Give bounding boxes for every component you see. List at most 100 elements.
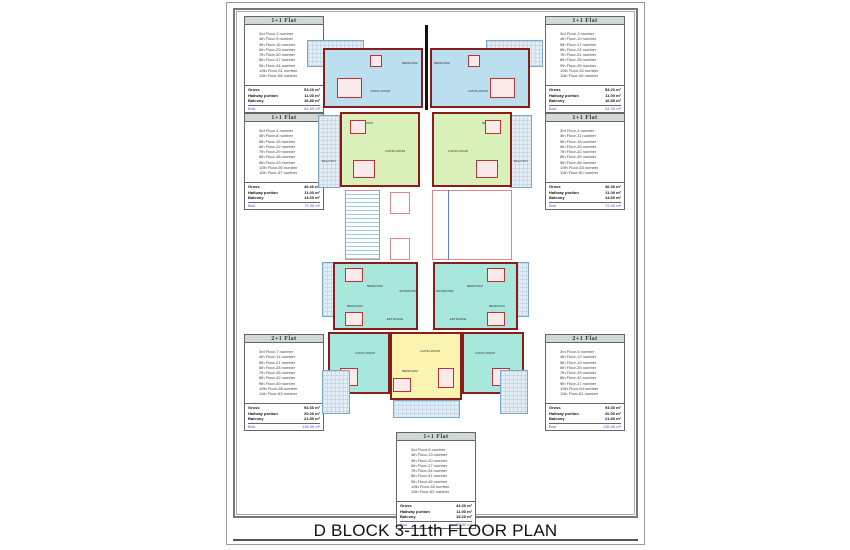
floor-item: 8th Floor-37 number bbox=[259, 57, 296, 63]
drawing-title: D BLOCK 3-11th FLOOR PLAN bbox=[313, 521, 558, 540]
flat-info-bottom-center: 1+1 Flat 3rd Floor-6 number 4th Floor-13… bbox=[396, 432, 476, 530]
floor-item: 8th Floor-41 number bbox=[411, 473, 448, 479]
flat-type-label: 2+1 Flat bbox=[546, 335, 624, 343]
sofa bbox=[476, 160, 498, 178]
floor-item: 3rd Floor-1 number bbox=[259, 128, 294, 133]
floor-item: 6th Floor-25 number bbox=[560, 143, 597, 149]
entrance-label: ENTRANCE bbox=[386, 317, 404, 321]
floor-item: 9th Floor-44 number bbox=[259, 62, 296, 68]
bed bbox=[485, 120, 501, 134]
flat-info-bottom-right: 2+1 Flat 3rd Floor-5 number 4th Floor-12… bbox=[545, 334, 625, 432]
floor-item: 10th Floor-52 number bbox=[560, 68, 599, 74]
floor-item: 6th Floor-24 number bbox=[560, 46, 597, 52]
flat-type-label: 1+1 Flat bbox=[397, 433, 475, 441]
sofa bbox=[490, 78, 515, 98]
floor-item: 4th Floor-8 number bbox=[259, 133, 294, 139]
flat-info-bottom-left: 2+1 Flat 3rd Floor-7 number 4th Floor-14… bbox=[244, 334, 324, 432]
floor-item: 4th Floor-11 number bbox=[560, 133, 596, 139]
floor-item: 11th Floor-58 number bbox=[259, 73, 298, 79]
bedroom-label: BEDROOM bbox=[367, 284, 383, 288]
floor-item: 8th Floor-38 number bbox=[560, 57, 597, 63]
floor-item: 7th Floor-32 number bbox=[560, 149, 597, 155]
floor-item: 7th Floor-34 number bbox=[411, 468, 448, 474]
elevator-1 bbox=[390, 192, 410, 214]
floor-item: 4th Floor-13 number bbox=[411, 452, 448, 458]
sofa bbox=[337, 78, 362, 98]
floor-list: 3rd Floor-4 number 4th Floor-11 number 5… bbox=[546, 122, 624, 182]
living-room-label: LIVING ROOM bbox=[385, 149, 406, 153]
flat-type-label: 1+1 Flat bbox=[245, 17, 323, 25]
floor-item: 7th Floor-33 number bbox=[560, 370, 597, 376]
flat-type-label: 1+1 Flat bbox=[546, 114, 624, 122]
flat-lower-right-bedrooms bbox=[433, 262, 518, 330]
floor-item: 9th Floor-43 number bbox=[259, 159, 296, 165]
floor-item: 6th Floor-28 number bbox=[259, 364, 296, 370]
floor-item: 5th Floor-16 number bbox=[259, 41, 296, 47]
balcony-lower-right-side bbox=[517, 262, 529, 317]
sofa bbox=[438, 368, 454, 388]
floor-item: 5th Floor-17 number bbox=[560, 41, 597, 47]
dining-table bbox=[468, 55, 480, 67]
floor-item: 3rd Floor-5 number bbox=[560, 349, 595, 354]
floor-item: 11th Floor-57 number bbox=[259, 170, 298, 176]
floor-item: 10th Floor-56 number bbox=[259, 386, 298, 392]
flat-info-mid-left: 1+1 Flat 3rd Floor-1 number 4th Floor-8 … bbox=[244, 113, 324, 211]
floor-item: 9th Floor-48 number bbox=[411, 478, 448, 484]
axis-line bbox=[448, 190, 449, 260]
title-underline bbox=[233, 539, 638, 541]
balcony-lower-right bbox=[500, 370, 528, 414]
floor-item: 5th Floor-18 number bbox=[560, 138, 597, 144]
floor-item: 11th Floor-63 number bbox=[259, 391, 298, 397]
bathroom-label: BATHROOM bbox=[436, 289, 454, 293]
floor-item: 11th Floor-62 number bbox=[411, 489, 450, 495]
floor-item: 8th Floor-36 number bbox=[259, 154, 296, 160]
floor-item: 5th Floor-15 number bbox=[259, 138, 296, 144]
dining-table bbox=[370, 55, 382, 67]
flat-top-right bbox=[430, 48, 530, 108]
floor-item: 5th Floor-19 number bbox=[560, 359, 597, 365]
floor-list: 3rd Floor-7 number 4th Floor-14 number 5… bbox=[245, 343, 323, 403]
floor-item: 8th Floor-40 number bbox=[560, 375, 597, 381]
bedroom-label: BEDROOM bbox=[467, 284, 483, 288]
entrance-label: ENTRANCE bbox=[449, 317, 467, 321]
floor-list: 3rd Floor-5 number 4th Floor-12 number 5… bbox=[546, 343, 624, 403]
floor-item: 10th Floor-54 number bbox=[560, 386, 599, 392]
floor-item: 10th Floor-53 number bbox=[560, 165, 599, 171]
floor-item: 11th Floor-60 number bbox=[560, 170, 599, 176]
floor-item: 4th Floor-12 number bbox=[560, 354, 597, 360]
flat-type-label: 2+1 Flat bbox=[245, 335, 323, 343]
floor-item: 7th Floor-31 number bbox=[560, 52, 597, 58]
living-room-label: LIVING ROOM bbox=[420, 349, 441, 353]
bedroom-label: BEDROOM bbox=[402, 61, 418, 65]
balcony-bottom-center bbox=[393, 400, 460, 418]
balcony-lower-left bbox=[322, 370, 350, 414]
floor-item: 10th Floor-50 number bbox=[259, 165, 298, 171]
sofa bbox=[353, 160, 375, 178]
flat-info-top-right: 1+1 Flat 3rd Floor-3 number 4th Floor-10… bbox=[545, 16, 625, 114]
